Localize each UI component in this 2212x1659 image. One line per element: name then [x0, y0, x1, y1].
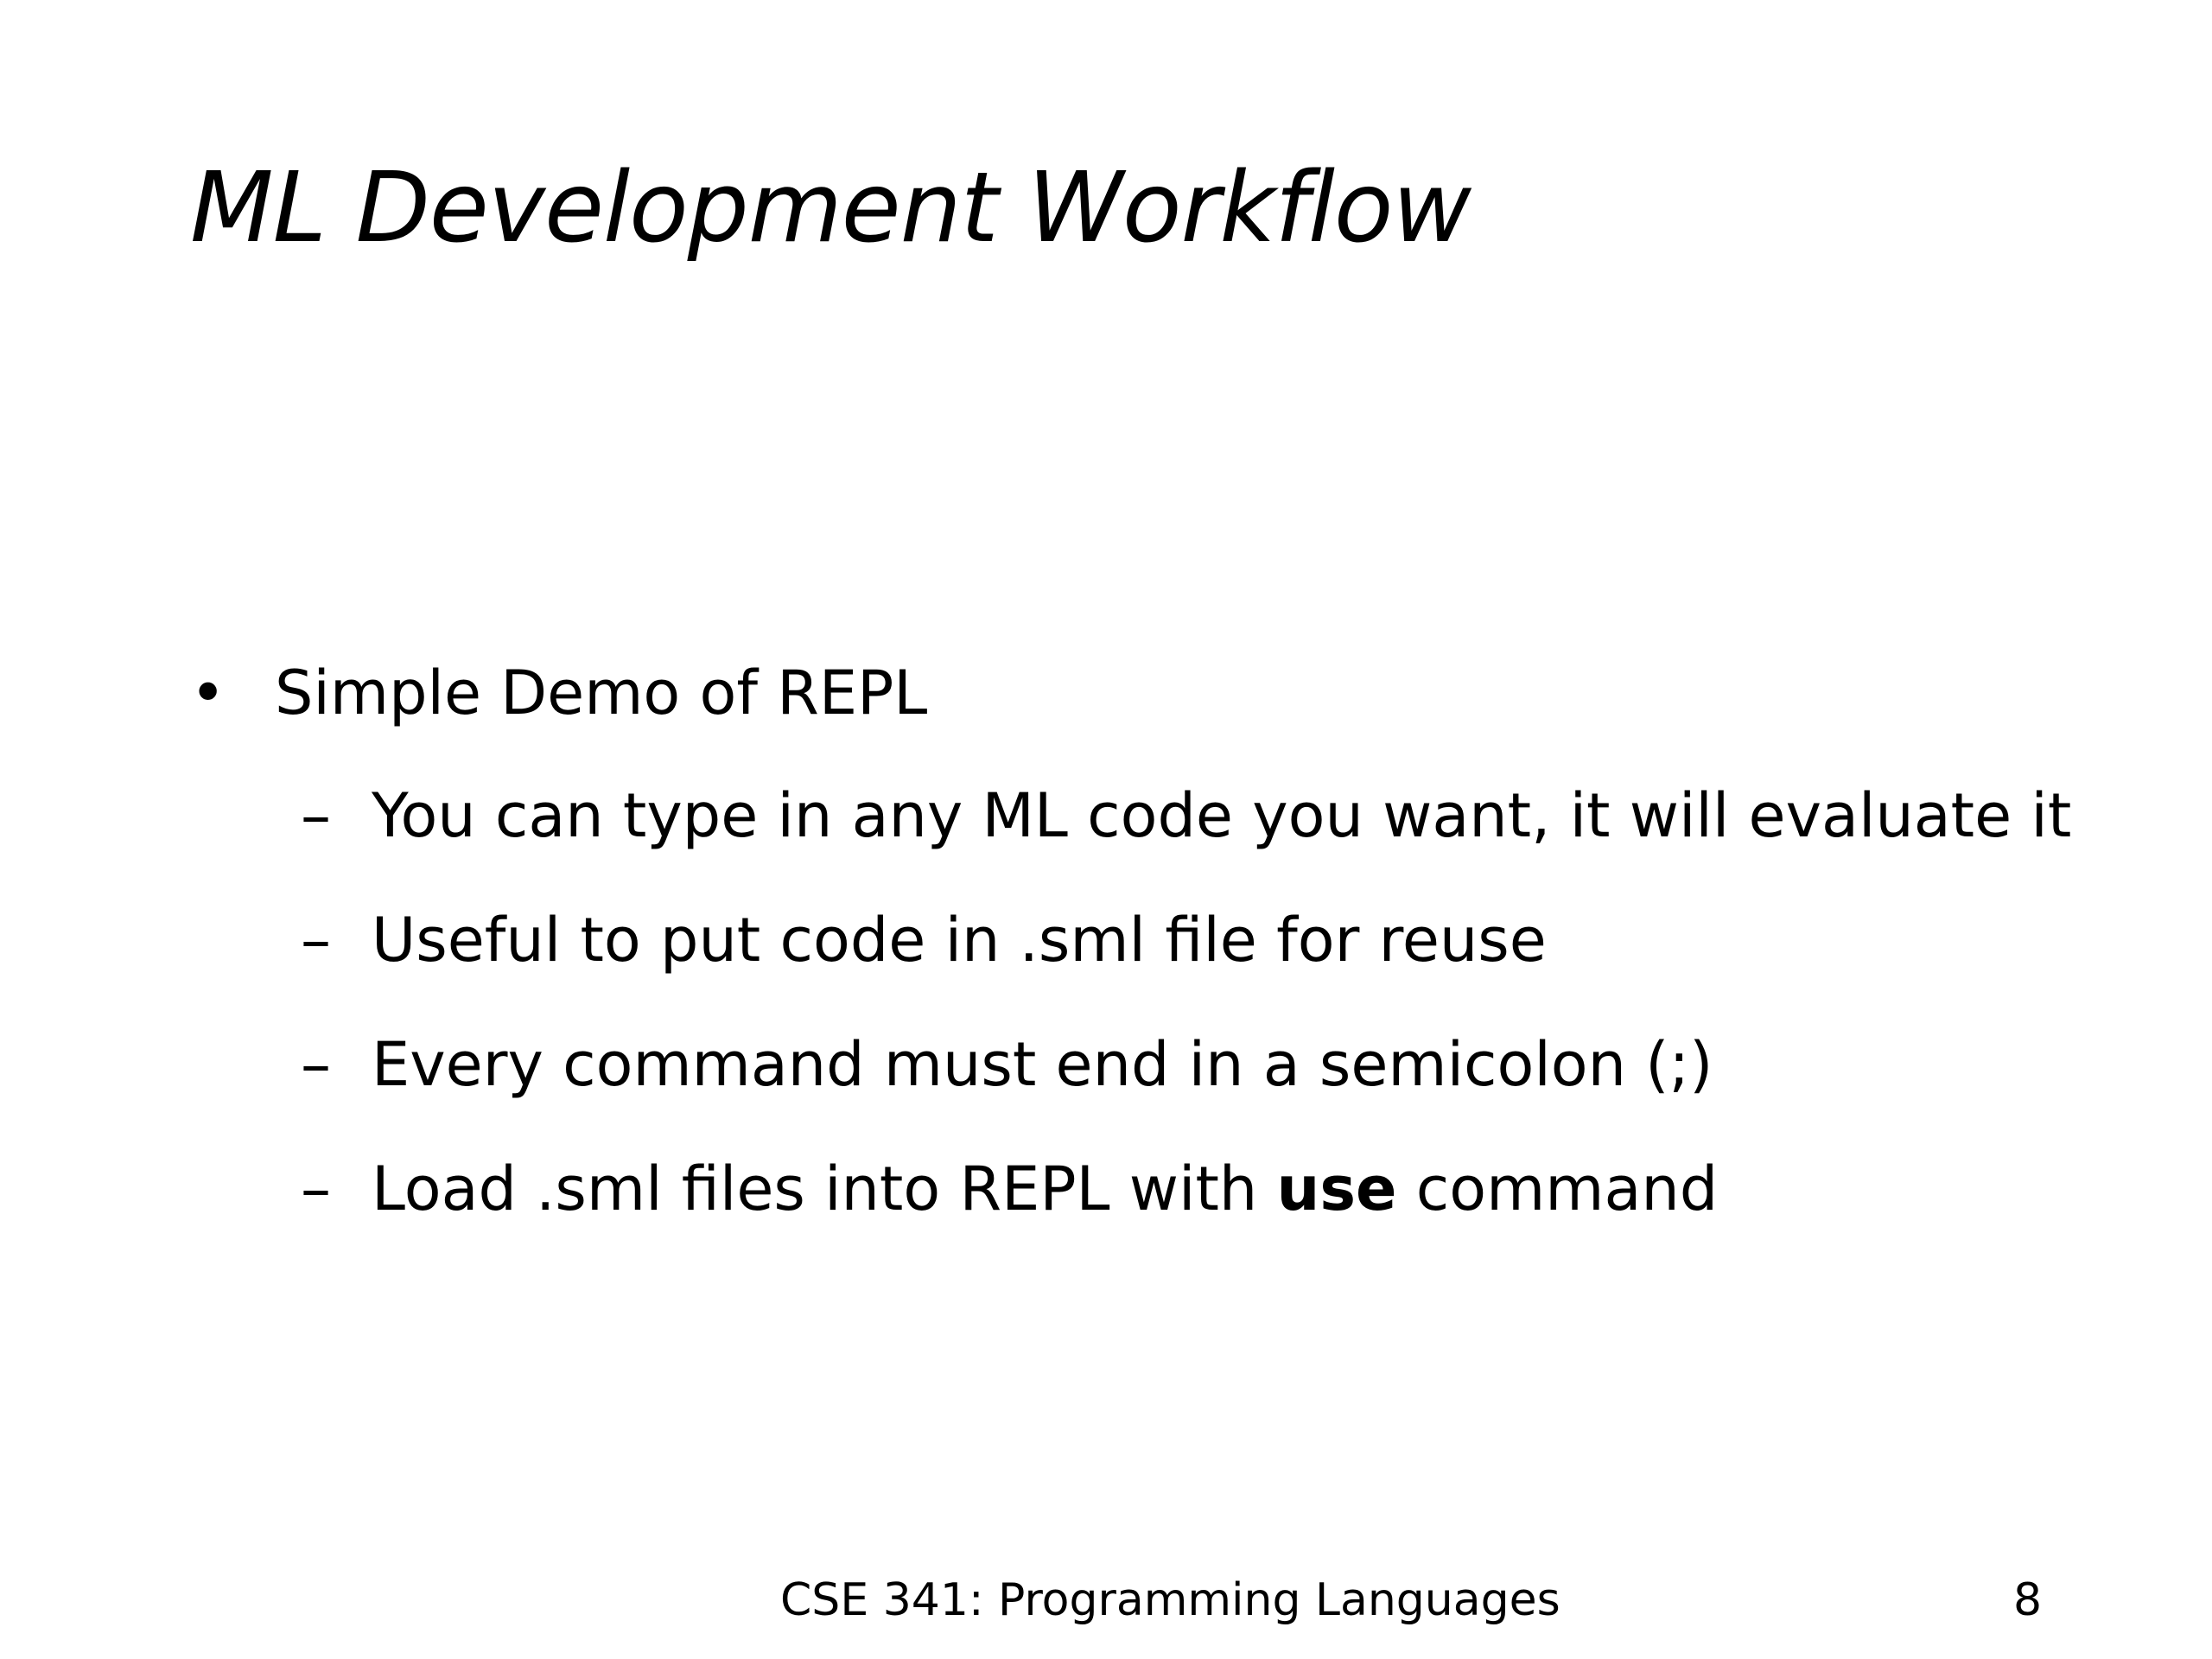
sub-bullet-text-after: command — [1396, 1154, 1719, 1224]
dash-marker: – — [301, 1154, 331, 1224]
sub-bullet-item: – Load .sml files into REPL with use com… — [190, 1153, 2071, 1225]
slide-title: ML Development Workflow — [190, 152, 1471, 264]
sub-bullet-text: Every command must end in a semicolon (;… — [372, 1029, 1713, 1100]
footer-course-name: CSE 341: Programming Languages — [780, 1574, 1560, 1626]
use-keyword: use — [1276, 1154, 1397, 1224]
sub-bullet-list: – You can type in any ML code you want, … — [190, 779, 2071, 1225]
sub-bullet-text: Useful to put code in .sml file for reus… — [372, 905, 1547, 976]
sub-bullet-text: Load .sml files into REPL with use comma… — [372, 1153, 1718, 1225]
dash-marker: – — [301, 1029, 331, 1100]
dash-marker: – — [301, 905, 331, 976]
bullet-row: • Simple Demo of REPL — [190, 657, 2071, 729]
sub-bullet-text-before: Load .sml files into REPL with — [372, 1154, 1277, 1224]
sub-bullet-item: – Useful to put code in .sml file for re… — [190, 904, 2071, 976]
sub-bullet-item: – You can type in any ML code you want, … — [190, 779, 2071, 852]
bullet-marker: • — [190, 658, 226, 728]
sub-bullet-item: – Every command must end in a semicolon … — [190, 1028, 2071, 1101]
dash-marker: – — [301, 780, 331, 851]
bullet-text: Simple Demo of REPL — [275, 658, 928, 728]
slide-page-number: 8 — [2013, 1574, 2043, 1626]
bullet-item: • Simple Demo of REPL – You can type in … — [190, 657, 2071, 1225]
sub-bullet-text: You can type in any ML code you want, it… — [372, 780, 2072, 851]
bullet-list: • Simple Demo of REPL – You can type in … — [190, 657, 2071, 1225]
